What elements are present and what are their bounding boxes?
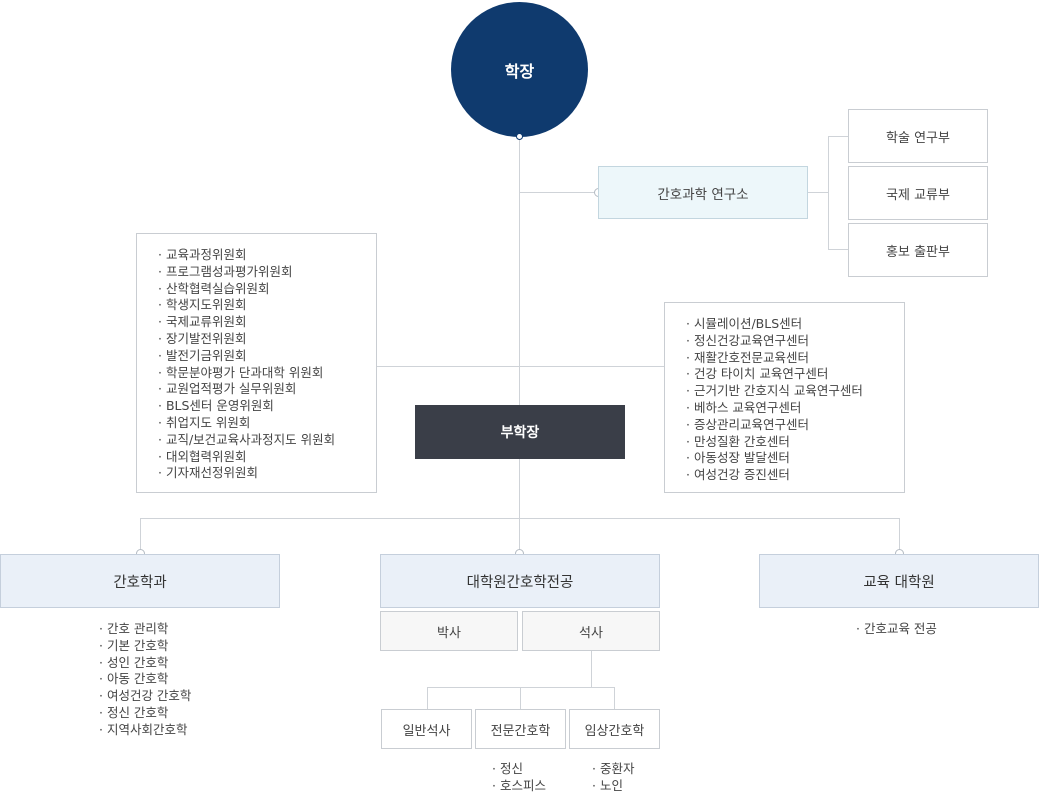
committee-item: 산학협력실습위원회: [158, 281, 376, 298]
edu-majors-list: 간호교육 전공: [856, 621, 937, 638]
connector-line: [140, 518, 141, 554]
major-item: 성인 간호학: [99, 655, 191, 672]
committee-item: 교육과정위원회: [158, 247, 376, 264]
nursing-majors-list: 간호 관리학 기본 간호학 성인 간호학 아동 간호학 여성건강 간호학 정신 …: [99, 621, 191, 739]
committee-item: 대외협력위원회: [158, 449, 376, 466]
dean-label: 학장: [504, 61, 535, 81]
connector-line: [520, 687, 521, 709]
committee-item: 교직/보건교육사과정지도 위원회: [158, 432, 376, 449]
committee-item: 교원업적평가 실무위원회: [158, 381, 376, 398]
committee-item: 학문분야평가 단과대학 위원회: [158, 365, 376, 382]
center-item: 시뮬레이션/BLS센터: [686, 316, 904, 333]
vice-dean-label: 부학장: [500, 425, 540, 441]
institute-dept-box: 학술 연구부: [848, 109, 988, 163]
edu-grad-box: 교육 대학원: [759, 554, 1039, 608]
centers-box: 시뮬레이션/BLS센터 정신건강교육연구센터 재활간호전문교육센터 건강 타이치…: [664, 302, 905, 493]
center-item: 재활간호전문교육센터: [686, 350, 904, 367]
center-item: 베하스 교육연구센터: [686, 400, 904, 417]
connector-line: [376, 366, 664, 367]
center-item: 근거기반 간호지식 교육연구센터: [686, 383, 904, 400]
connector-line: [828, 136, 848, 137]
dean-node: 학장: [451, 2, 588, 137]
track-label: 전문간호학: [490, 723, 551, 739]
committee-item: 발전기금위원회: [158, 348, 376, 365]
clinical-item: 중환자: [592, 761, 635, 778]
major-item: 정신 간호학: [99, 705, 191, 722]
institute-dept-box: 국제 교류부: [848, 166, 988, 220]
specialist-items-list: 정신 호스피스: [492, 761, 546, 795]
committee-item: 장기발전위원회: [158, 331, 376, 348]
grad-nursing-label: 대학원간호학전공: [466, 574, 574, 591]
committees-list: 교육과정위원회 프로그램성과평가위원회 산학협력실습위원회 학생지도위원회 국제…: [158, 247, 376, 482]
nursing-dept-box: 간호학과: [0, 554, 280, 608]
connector-line: [828, 136, 829, 249]
connector-dot: [516, 133, 523, 140]
clinical-item: 노인: [592, 778, 634, 795]
connector-line: [427, 687, 615, 688]
institute-dept-box: 홍보 출판부: [848, 223, 988, 277]
committee-item: 기자재선정위원회: [158, 465, 376, 482]
major-item: 지역사회간호학: [99, 722, 191, 739]
clinical-items-list: 중환자 노인: [592, 761, 635, 795]
committees-box: 교육과정위원회 프로그램성과평가위원회 산학협력실습위원회 학생지도위원회 국제…: [136, 233, 377, 493]
specialist-item: 호스피스: [492, 778, 546, 795]
committee-item: BLS센터 운영위원회: [158, 398, 376, 415]
masters-label: 석사: [579, 625, 603, 641]
research-institute-box: 간호과학 연구소: [598, 166, 808, 219]
major-item: 아동 간호학: [99, 671, 191, 688]
connector-line: [828, 249, 848, 250]
institute-dept-label: 국제 교류부: [886, 187, 950, 203]
connector-line: [140, 518, 900, 519]
track-label: 임상간호학: [584, 723, 645, 739]
connector-line: [519, 192, 598, 193]
center-item: 여성건강 증진센터: [686, 467, 904, 484]
connector-line: [591, 650, 592, 687]
track-label: 일반석사: [402, 723, 451, 739]
center-item: 만성질환 간호센터: [686, 434, 904, 451]
center-item: 정신건강교육연구센터: [686, 333, 904, 350]
track-box: 전문간호학: [475, 709, 566, 749]
institute-dept-label: 홍보 출판부: [886, 244, 950, 260]
major-item: 간호 관리학: [99, 621, 191, 638]
connector-line: [427, 687, 428, 709]
connector-line: [614, 687, 615, 709]
committee-item: 학생지도위원회: [158, 297, 376, 314]
edu-grad-label: 교육 대학원: [863, 574, 935, 591]
connector-line: [519, 137, 520, 405]
committee-item: 프로그램성과평가위원회: [158, 264, 376, 281]
connector-line: [519, 459, 520, 554]
center-item: 증상관리교육연구센터: [686, 417, 904, 434]
vice-dean-box: 부학장: [415, 405, 625, 459]
major-item: 기본 간호학: [99, 638, 191, 655]
centers-list: 시뮬레이션/BLS센터 정신건강교육연구센터 재활간호전문교육센터 건강 타이치…: [686, 316, 904, 484]
grad-nursing-box: 대학원간호학전공: [380, 554, 660, 608]
committee-item: 취업지도 위원회: [158, 415, 376, 432]
connector-line: [899, 518, 900, 554]
institute-dept-label: 학술 연구부: [886, 130, 950, 146]
center-item: 건강 타이치 교육연구센터: [686, 366, 904, 383]
committee-item: 국제교류위원회: [158, 314, 376, 331]
connector-line: [807, 192, 828, 193]
specialist-item: 정신: [492, 761, 546, 778]
major-item: 여성건강 간호학: [99, 688, 191, 705]
track-box: 일반석사: [381, 709, 472, 749]
nursing-dept-label: 간호학과: [113, 574, 167, 591]
track-box: 임상간호학: [569, 709, 660, 749]
major-item: 간호교육 전공: [856, 621, 937, 638]
research-institute-label: 간호과학 연구소: [657, 186, 749, 203]
center-item: 아동성장 발달센터: [686, 450, 904, 467]
phd-box: 박사: [380, 611, 518, 651]
masters-box: 석사: [522, 611, 660, 651]
phd-label: 박사: [437, 625, 461, 641]
